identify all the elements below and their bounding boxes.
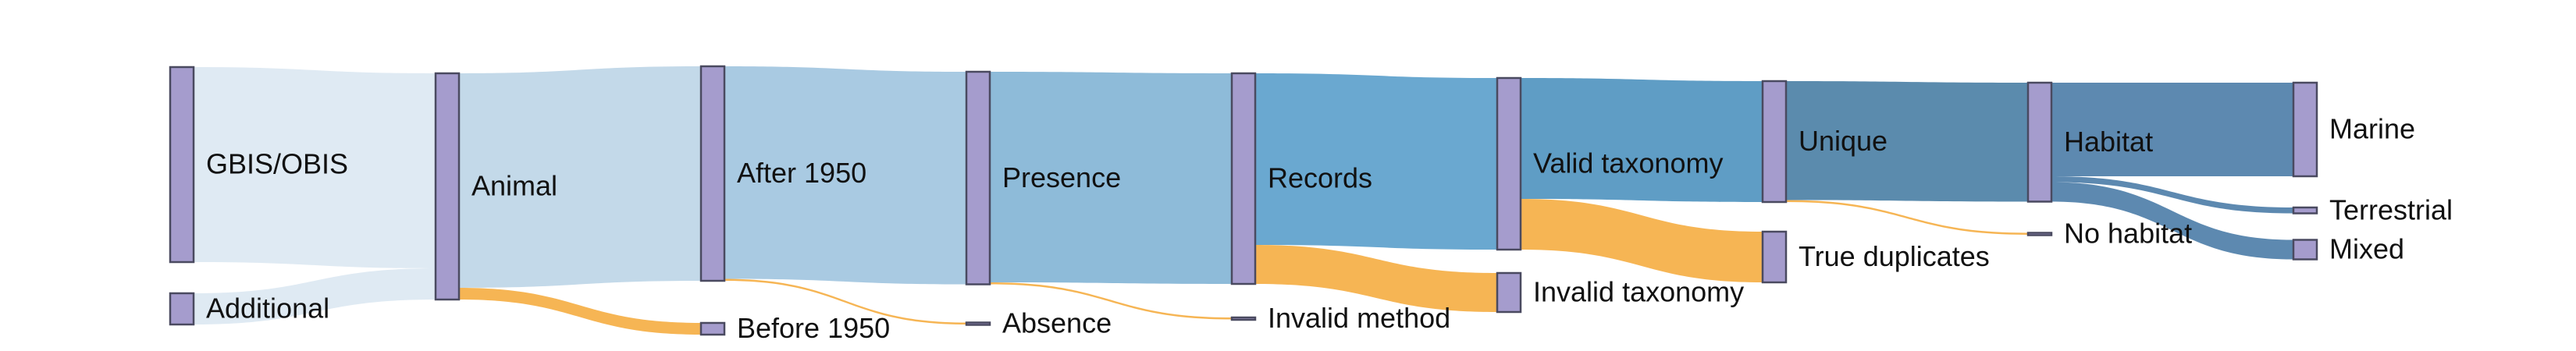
node-label-unique: Unique xyxy=(1799,125,1888,157)
flow-validtax-to-truedup xyxy=(1521,199,1763,282)
flow-presence-to-invalidmethod xyxy=(990,282,1232,320)
node-label-before1950: Before 1950 xyxy=(737,312,890,344)
node-label-after1950: After 1950 xyxy=(737,157,866,189)
node-label-habitat: Habitat xyxy=(2064,126,2153,158)
node-label-nohabitat: No habitat xyxy=(2064,218,2192,250)
node-label-animal: Animal xyxy=(471,170,557,202)
flow-animal-to-after1950 xyxy=(459,66,701,288)
flow-unique-to-habitat xyxy=(1786,81,2028,202)
node-layer xyxy=(169,65,2318,336)
node-invalidmethod[interactable] xyxy=(1230,316,1257,321)
node-invalidtax[interactable] xyxy=(1496,271,1522,314)
node-label-terrestrial: Terrestrial xyxy=(2329,193,2453,225)
flow-validtax-to-unique xyxy=(1521,78,1763,202)
node-label-invalidtax: Invalid taxonomy xyxy=(1533,276,1744,308)
node-label-absence: Absence xyxy=(1002,307,1112,339)
flow-records-to-validtax xyxy=(1255,73,1497,250)
node-label-additional: Additional xyxy=(206,292,329,324)
node-unique[interactable] xyxy=(1761,80,1788,204)
flow-after1950-to-absence xyxy=(724,278,966,324)
node-marine[interactable] xyxy=(2292,81,2318,178)
flow-presence-to-records xyxy=(990,72,1232,284)
flow-layer xyxy=(194,66,2293,335)
node-gbis[interactable] xyxy=(169,66,195,264)
node-additional[interactable] xyxy=(169,292,195,326)
node-mixed[interactable] xyxy=(2292,239,2318,261)
flow-records-to-invalidtax xyxy=(1255,245,1497,312)
node-label-gbis: GBIS/OBIS xyxy=(206,148,348,180)
node-after1950[interactable] xyxy=(699,65,726,282)
flow-unique-to-nohabitat xyxy=(1786,200,2028,235)
flow-after1950-to-presence xyxy=(724,66,966,285)
node-label-truedup: True duplicates xyxy=(1799,240,1990,272)
flow-animal-to-before1950 xyxy=(459,288,701,335)
flow-habitat-to-mixed xyxy=(2051,182,2293,260)
flow-gbis-to-animal xyxy=(194,67,436,268)
node-validtax[interactable] xyxy=(1496,76,1522,251)
node-nohabitat[interactable] xyxy=(2026,232,2053,236)
node-before1950[interactable] xyxy=(699,321,726,336)
node-presence[interactable] xyxy=(965,70,991,285)
label-layer: GBIS/OBIS Additional Animal After 1950Befor… xyxy=(206,113,2453,345)
node-label-records: Records xyxy=(1268,162,1372,194)
node-label-mixed: Mixed xyxy=(2329,233,2404,265)
flow-habitat-to-terrestrial xyxy=(2051,176,2293,214)
flow-additional-to-animal xyxy=(194,268,436,324)
node-label-marine: Marine xyxy=(2329,113,2415,145)
node-records[interactable] xyxy=(1230,72,1257,285)
node-label-presence: Presence xyxy=(1002,161,1121,193)
node-label-invalidmethod: Invalid method xyxy=(1268,302,1450,334)
node-absence[interactable] xyxy=(965,321,991,326)
node-habitat[interactable] xyxy=(2026,81,2053,203)
node-label-validtax: Valid taxonomy xyxy=(1533,147,1723,179)
flow-habitat-to-marine xyxy=(2051,83,2293,176)
node-truedup[interactable] xyxy=(1761,230,1788,284)
node-terrestrial[interactable] xyxy=(2292,206,2318,214)
node-animal[interactable] xyxy=(434,72,461,301)
